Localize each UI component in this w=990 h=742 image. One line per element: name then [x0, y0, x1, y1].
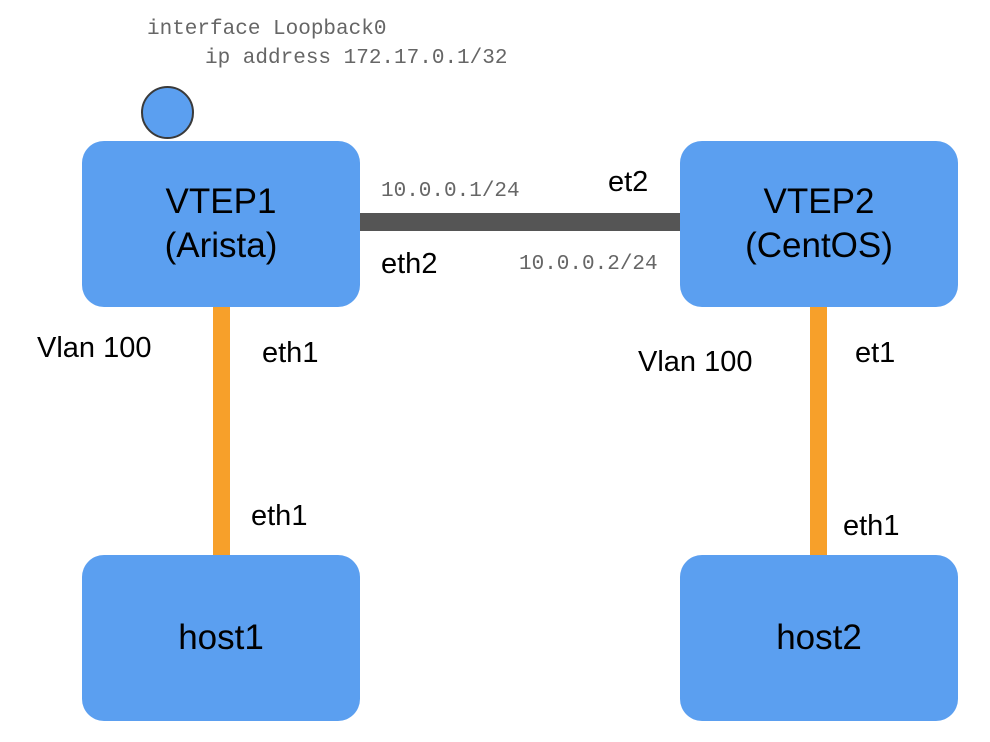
vtep2-ip-label: 10.0.0.2/24 [519, 253, 658, 276]
config-line-interface: interface Loopback0 [147, 18, 387, 41]
vtep1-vlan-label: Vlan 100 [37, 332, 152, 364]
host2-label: host2 [776, 618, 862, 657]
vtep1-name: VTEP1 [165, 182, 277, 221]
host1-label: host1 [178, 618, 264, 657]
vtep1-node: VTEP1 (Arista) [82, 141, 360, 307]
host1-eth1-label: eth1 [251, 500, 308, 532]
loopback-icon [141, 86, 194, 139]
vtep2-et2-label: et2 [608, 166, 649, 198]
config-line-ip-address: ip address 172.17.0.1/32 [205, 47, 508, 70]
vtep2-name: VTEP2 [763, 182, 875, 221]
vtep2-host2-link [810, 300, 827, 562]
vtep2-node: VTEP2 (CentOS) [680, 141, 958, 307]
vtep2-platform: (CentOS) [745, 226, 893, 265]
host2-node: host2 [680, 555, 958, 721]
host1-node: host1 [82, 555, 360, 721]
host2-eth1-label: eth1 [843, 510, 900, 542]
vtep2-vlan-label: Vlan 100 [638, 346, 753, 378]
vtep1-eth1-label: eth1 [262, 337, 319, 369]
vtep2-et1-label: et1 [855, 337, 896, 369]
vtep1-host1-link [213, 300, 230, 562]
vtep1-eth2-label: eth2 [381, 248, 438, 280]
vtep-trunk-link [355, 213, 687, 231]
vtep1-platform: (Arista) [164, 226, 278, 265]
vtep1-ip-label: 10.0.0.1/24 [381, 180, 520, 203]
